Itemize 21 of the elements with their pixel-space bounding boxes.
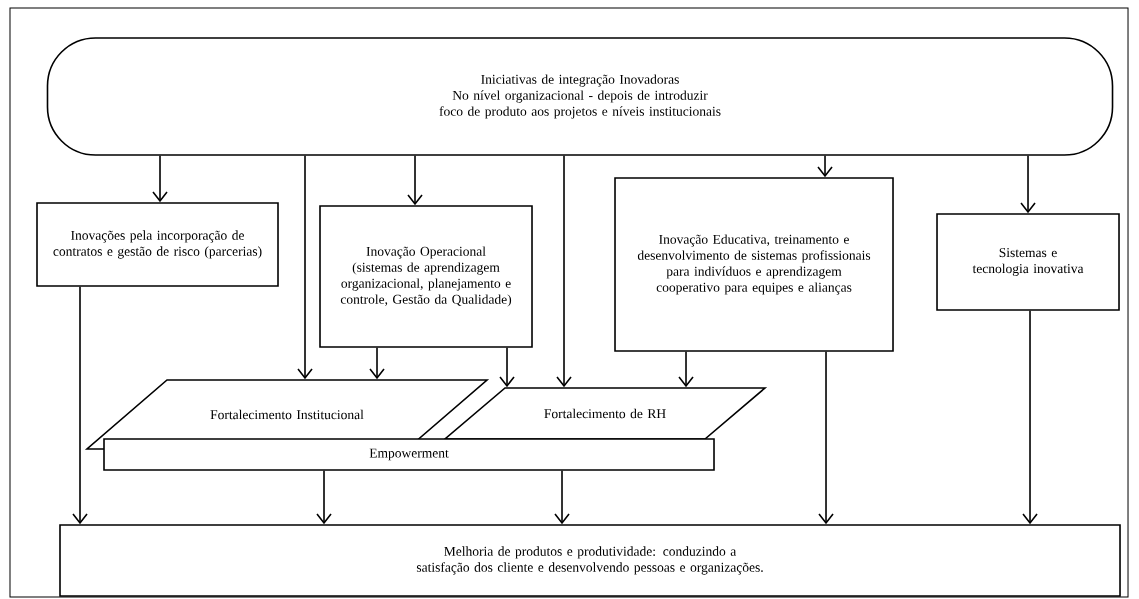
arrow bbox=[369, 347, 385, 380]
process-box: Sistemas e tecnologia inovativa bbox=[936, 213, 1120, 311]
arrow bbox=[678, 351, 694, 388]
process-box: Inovação Educativa, treinamento e desenvolvimento de sistemas profissionais para indivíduos e aprendizagem cooperativo para equipes e alianças bbox=[614, 177, 894, 352]
arrow bbox=[499, 347, 515, 388]
empowerment-bar: Empowerment bbox=[103, 438, 715, 471]
arrow bbox=[1022, 310, 1038, 525]
start-terminal: Iniciativas de integração Inovadoras No nível organizacional - depois de introduzir foco de produto aos projetos e níveis institucionais bbox=[46, 37, 1114, 156]
process-box: Inovação Operacional (sistemas de aprendizagem organizacional, planejamento e controle, Gestão da Qualidade) bbox=[319, 205, 533, 348]
arrow bbox=[554, 470, 570, 525]
result-box: Melhoria de produtos e produtividade: conduzindo a satisfação dos cliente e desenvolvendo pessoas e organizações. bbox=[59, 524, 1121, 597]
arrow bbox=[152, 155, 168, 203]
arrow bbox=[297, 155, 313, 380]
arrow bbox=[72, 286, 88, 525]
arrow bbox=[1020, 155, 1036, 214]
arrow bbox=[316, 470, 332, 525]
arrow bbox=[817, 155, 833, 178]
arrow bbox=[818, 351, 834, 525]
process-box: Inovações pela incorporação de contratos e gestão de risco (parcerias) bbox=[36, 202, 279, 287]
arrow bbox=[407, 155, 423, 206]
arrow bbox=[556, 155, 572, 388]
